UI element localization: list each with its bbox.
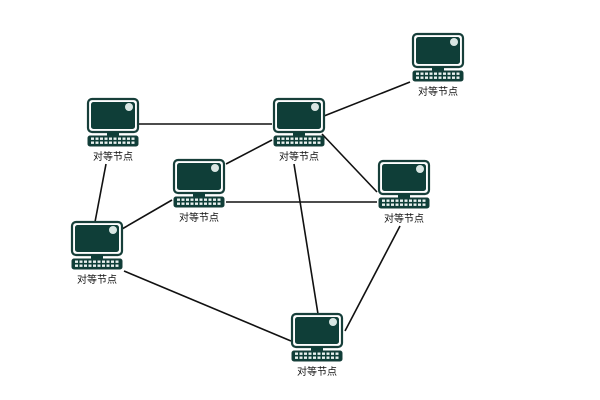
node-label: 对等节点: [77, 273, 117, 286]
edge-n2-n6: [94, 163, 107, 223]
edge-n4-n6: [121, 199, 173, 230]
edge-n3-n5: [321, 133, 378, 193]
peer-node-n1[interactable]: 对等节点: [411, 32, 465, 98]
node-label: 对等节点: [297, 365, 337, 378]
peer-node-n4[interactable]: 对等节点: [172, 158, 226, 224]
edge-n5-n7: [344, 225, 401, 332]
node-label: 对等节点: [418, 85, 458, 98]
node-label: 对等节点: [179, 211, 219, 224]
peer-node-n5[interactable]: 对等节点: [377, 159, 431, 225]
edge-n3-n4: [225, 139, 273, 165]
edge-n3-n1: [323, 81, 411, 117]
node-label: 对等节点: [384, 212, 424, 225]
edge-n3-n7: [293, 163, 319, 315]
computer-icon: [272, 97, 326, 147]
edge-layer: [94, 81, 411, 342]
peer-node-n7[interactable]: 对等节点: [290, 312, 344, 378]
computer-icon: [411, 32, 465, 82]
edge-n6-n7: [123, 270, 292, 342]
peer-node-n3[interactable]: 对等节点: [272, 97, 326, 163]
computer-icon: [290, 312, 344, 362]
node-label: 对等节点: [93, 150, 133, 163]
node-layer: 对等节点对等节点对等节点对等节点对等节点对等节点对等节点: [70, 32, 465, 378]
peer-node-n2[interactable]: 对等节点: [86, 97, 140, 163]
peer-node-n6[interactable]: 对等节点: [70, 220, 124, 286]
computer-icon: [86, 97, 140, 147]
computer-icon: [172, 158, 226, 208]
computer-icon: [377, 159, 431, 209]
node-label: 对等节点: [279, 150, 319, 163]
computer-icon: [70, 220, 124, 270]
